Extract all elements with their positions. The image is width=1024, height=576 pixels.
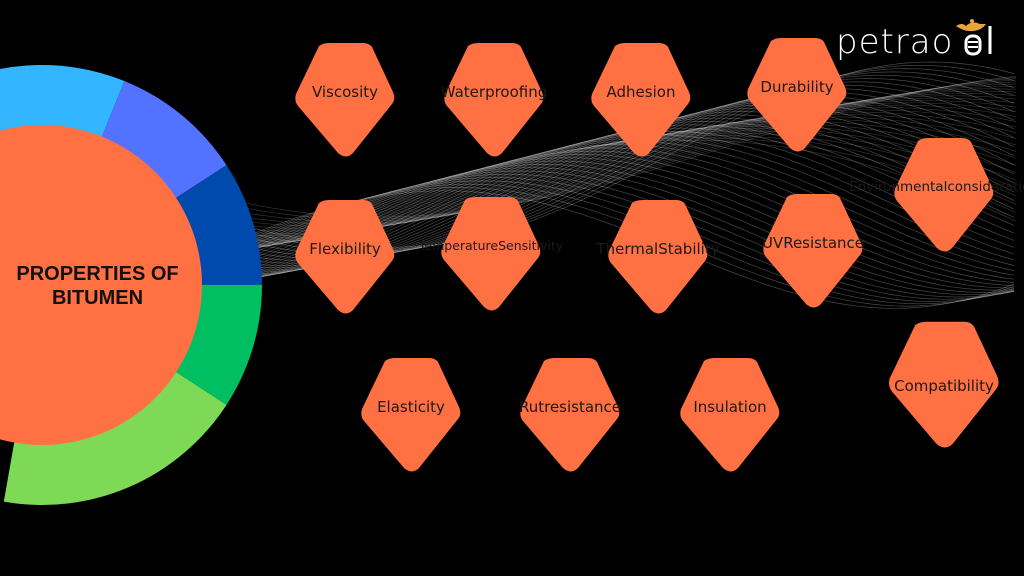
wave-line [149,134,1015,296]
wave-line [149,94,1015,271]
label-line-1: Rut [518,398,545,416]
wave-line [149,190,1015,309]
wave-line [149,140,1015,298]
property-compatibility: Compatibility [882,320,1006,452]
wave-line [149,170,1015,296]
petraoil-logo: petrao [836,19,1016,66]
wave-line [149,154,1015,297]
wave-line [149,157,1015,296]
wave-line [149,167,1015,293]
wave-line [149,144,1015,298]
wave-line [149,74,1015,257]
wave-line [149,71,1015,255]
wave-line [149,104,1015,278]
wave-line [149,187,1015,307]
property-label: Environmentalconsideration [849,137,1024,237]
wave-line [149,164,1015,294]
label-line-2: resistance [544,398,622,416]
center-title-line-2: BITUMEN [51,287,144,309]
wave-line [149,117,1015,287]
center-title-line-1: PROPERTIES OF [16,263,179,285]
property-label: Insulation [693,398,767,416]
label-line-1: Water [440,83,486,101]
wave-line [149,78,1015,259]
property-insulation: Insulation [674,357,786,475]
wave-line [149,107,1015,280]
property-label: Flexibility [309,240,381,258]
wave-line [149,131,1015,295]
property-label: Compatibility [894,377,994,395]
wave-line [149,91,1015,269]
wave-line [149,147,1015,298]
label-line-1: Temperature [418,238,499,253]
property-adhesion: Adhesion [585,42,697,160]
property-durability: Durability [741,37,853,155]
property-label: Elasticity [377,398,445,416]
wave-line [149,88,1015,266]
property-label: Adhesion [606,83,676,101]
wave-line [149,173,1015,298]
wave-line [149,183,1015,305]
property-environmental-consideration: Environmentalconsideration [849,137,1024,255]
property-label: Viscosity [311,83,379,101]
wave-line [149,180,1015,302]
wave-line [149,98,1015,273]
label-line-2: proofing [485,83,548,101]
wave-line [149,160,1015,295]
wave-line [149,124,1015,291]
wave-line [149,61,1015,248]
center-title: PROPERTIES OF BITUMEN [0,262,195,310]
label-line-2: Sensitivity [498,238,564,253]
center-circle [0,125,202,445]
wave-line [149,114,1015,284]
wave-line [149,81,1015,262]
label-line-2: Stability [658,240,720,258]
label-line-1: Thermal [596,240,659,258]
oil-lamp-logo-icon [956,19,992,56]
property-flexibility: Flexibility [289,199,401,317]
wave-line [149,150,1015,298]
property-label: Durability [760,78,834,96]
property-viscosity: Viscosity [289,42,401,160]
wave-line [150,121,1015,289]
wave-line [149,64,1015,250]
wave-line [149,177,1015,300]
logo-text: petrao [836,22,954,62]
property-elasticity: Elasticity [355,357,467,475]
wave-line [149,84,1015,264]
wave-line [149,111,1015,282]
label-line-2: consideration [947,179,1024,195]
wave-line [149,101,1015,275]
label-line-2: Resistance [783,234,865,252]
wave-line [149,137,1015,297]
wave-line [149,127,1015,293]
wave-line [149,68,1015,253]
label-line-1: Environmental [849,179,948,195]
label-line-1: UV [761,234,784,252]
